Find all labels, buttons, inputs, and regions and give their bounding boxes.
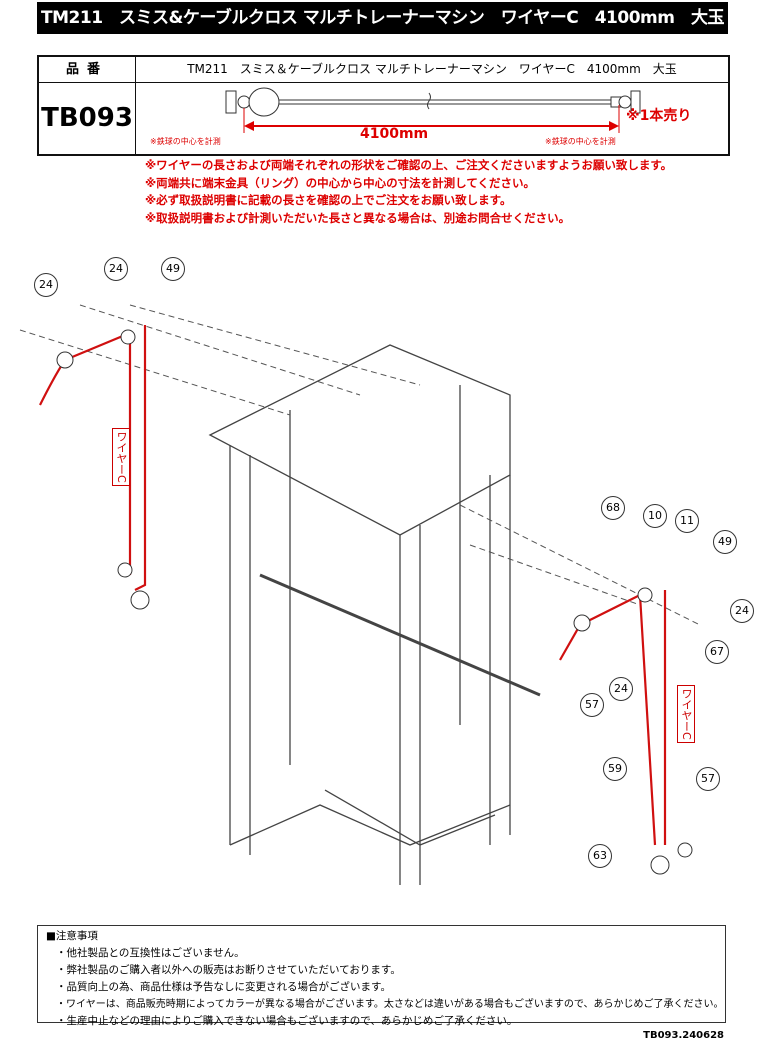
machine-frame [208,344,541,885]
exploded-diagram [19,304,701,885]
caution-item: ・ワイヤーは、商品販売時期によってカラーが異なる場合がございます。太さなどは違い… [56,999,724,1010]
wire-label-right: ワイヤーC [677,685,695,743]
caution-item: ・品質向上の為、商品仕様は予告なしに変更される場合がございます。 [56,981,391,993]
wire-c-route [39,325,667,846]
measure-note-right: ※鉄球の中心を計測 [545,137,616,146]
note-line: ※取扱説明書および計測いただいた長さと異なる場合は、別途お問合せください。 [145,210,571,225]
part-callout: 24 [34,273,58,297]
spec-table: 品番 TM211 スミス＆ケーブルクロス マルチトレーナーマシン ワイヤーC 4… [37,55,730,156]
assembly-lines [19,304,701,626]
caution-item: ・他社製品との互換性はございません。 [56,947,245,959]
wire-label-left: ワイヤーC [112,428,130,486]
part-callout: 24 [730,599,754,623]
part-callout: 24 [609,677,633,701]
note-line: ※必ず取扱説明書に記載の長さを確認の上でご注文をお願い致します。 [145,193,512,207]
measure-note-left: ※鉄球の中心を計測 [150,137,221,146]
note-line: ※ワイヤーの長さおよび両端それぞれの形状をご確認の上、ご注文くださいますようお願… [145,158,673,172]
part-callout: 57 [696,767,720,791]
wire-length: 4100mm [360,126,429,142]
part-callout: 49 [713,530,737,554]
part-callout: 11 [675,509,699,533]
part-callout: 10 [643,504,667,528]
part-callout: 57 [580,693,604,717]
caution-box: ■注意事項 ・他社製品との互換性はございません。 ・弊社製品のご購入者以外への販… [37,925,726,1027]
part-callout: 67 [705,640,729,664]
part-callout: 49 [161,257,185,281]
red-notes: ※ワイヤーの長さおよび両端それぞれの形状をご確認の上、ご注文くださいますようお願… [145,157,672,227]
wire-illustration [225,87,641,133]
caution-item: ・弊社製品のご購入者以外への販売はお断りさせていただいております。 [56,964,401,976]
caution-item: ・生産中止などの理由によりご購入できない場合もございますので、あらかじめご了承く… [56,1015,518,1027]
part-callout: 63 [588,844,612,868]
page-title: TM211 スミス&ケーブルクロス マルチトレーナーマシン ワイヤーC 4100… [37,2,728,34]
part-callout: 59 [603,757,627,781]
part-number-label: 品番 [39,57,136,83]
part-callout: 24 [104,257,128,281]
caution-heading: ■注意事項 [46,930,98,942]
note-line: ※両端共に端末金具（リング）の中心から中心の寸法を計測してください。 [145,175,535,190]
document-code: TB093.240628 [643,1030,724,1041]
pulleys [56,329,693,875]
part-callout: 68 [601,496,625,520]
product-name: TM211 スミス＆ケーブルクロス マルチトレーナーマシン ワイヤーC 4100… [136,57,728,83]
sold-single-note: ※1本売り [626,108,692,124]
part-code: TB093 [39,83,136,154]
